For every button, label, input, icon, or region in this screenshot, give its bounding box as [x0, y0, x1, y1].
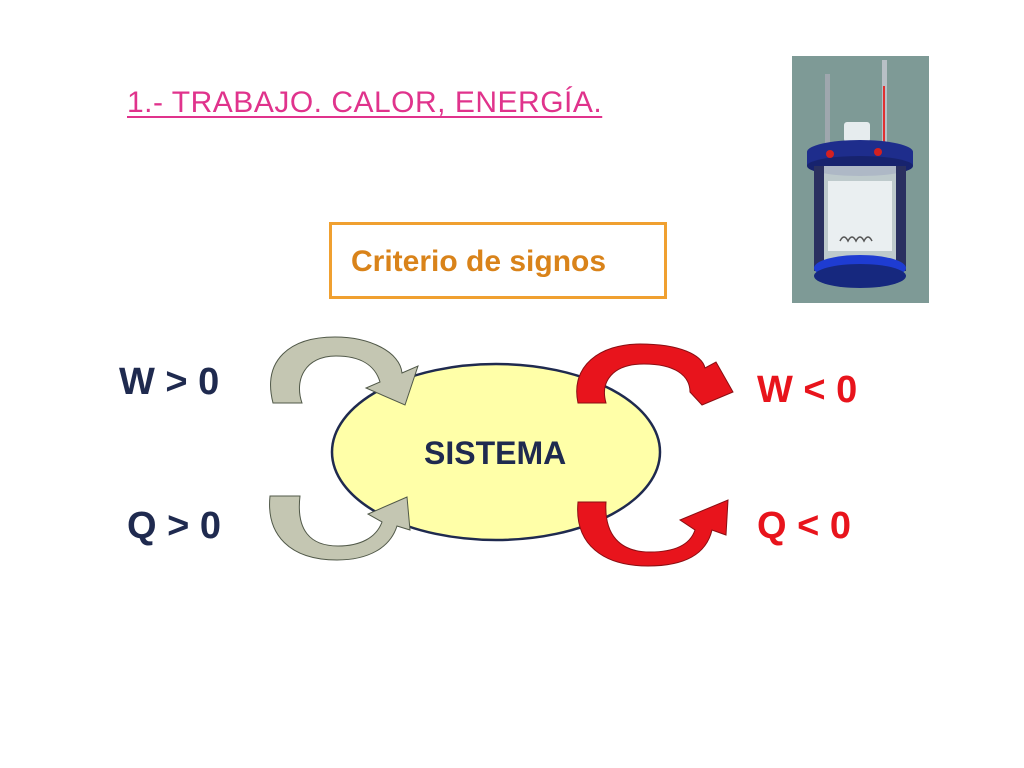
slide-title: 1.- TRABAJO. CALOR, ENERGÍA.	[127, 86, 603, 119]
system-ellipse	[330, 362, 662, 542]
arrow-out-heat	[577, 499, 729, 567]
criteria-box: Criterio de signos	[329, 222, 667, 299]
arrow-out-work	[576, 343, 734, 406]
system-label: SISTEMA	[424, 435, 567, 471]
calorimeter-image	[792, 56, 929, 303]
arrow-in-heat	[269, 495, 411, 561]
label-heat-negative: Q < 0	[757, 505, 851, 547]
arrow-in-work	[270, 336, 419, 406]
label-work-negative: W < 0	[757, 369, 858, 411]
label-work-positive: W > 0	[119, 361, 220, 403]
label-heat-positive: Q > 0	[127, 505, 221, 547]
criteria-label: Criterio de signos	[351, 245, 607, 278]
